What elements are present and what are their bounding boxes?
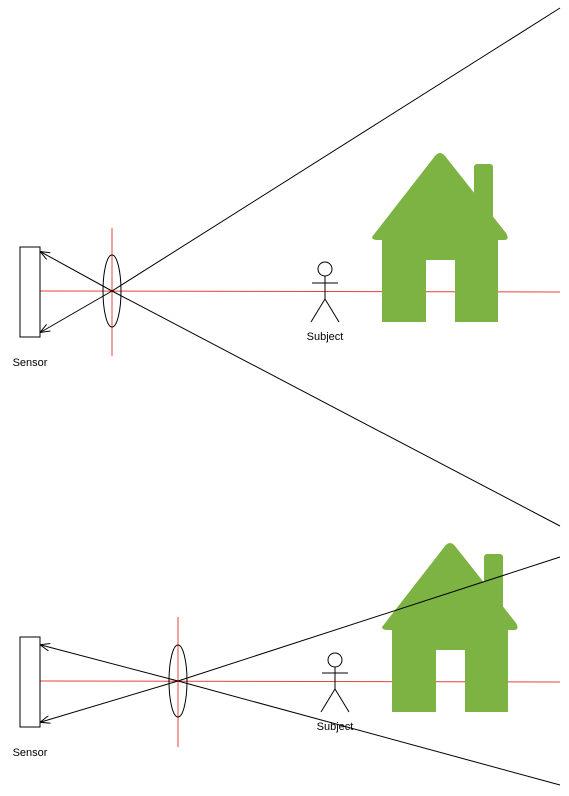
subject-label: Subject [307,331,344,343]
sensor-icon [19,636,41,728]
sensor-label: Sensor [13,357,48,369]
stick-figure-icon [320,652,350,713]
house-icon [372,153,508,322]
house-icon [382,543,518,712]
sensor-label: Sensor [13,747,48,759]
diagram-wide-angle: Sensor Subject [13,7,561,527]
fov-ray-lower [111,290,561,527]
sensor-icon [19,246,41,338]
image-ray-lower [41,290,113,332]
stick-figure-icon [310,261,340,323]
fov-ray-upper [177,556,561,682]
image-ray-upper [41,645,179,682]
image-ray-lower [41,680,179,722]
fov-ray-upper [111,7,561,292]
subject-label: Subject [317,721,354,733]
lens-icon [102,254,122,328]
image-ray-upper [41,252,113,292]
fov-ray-lower [177,680,561,786]
diagram-telephoto: Sensor Subject [13,543,561,786]
lens-icon [168,644,188,718]
